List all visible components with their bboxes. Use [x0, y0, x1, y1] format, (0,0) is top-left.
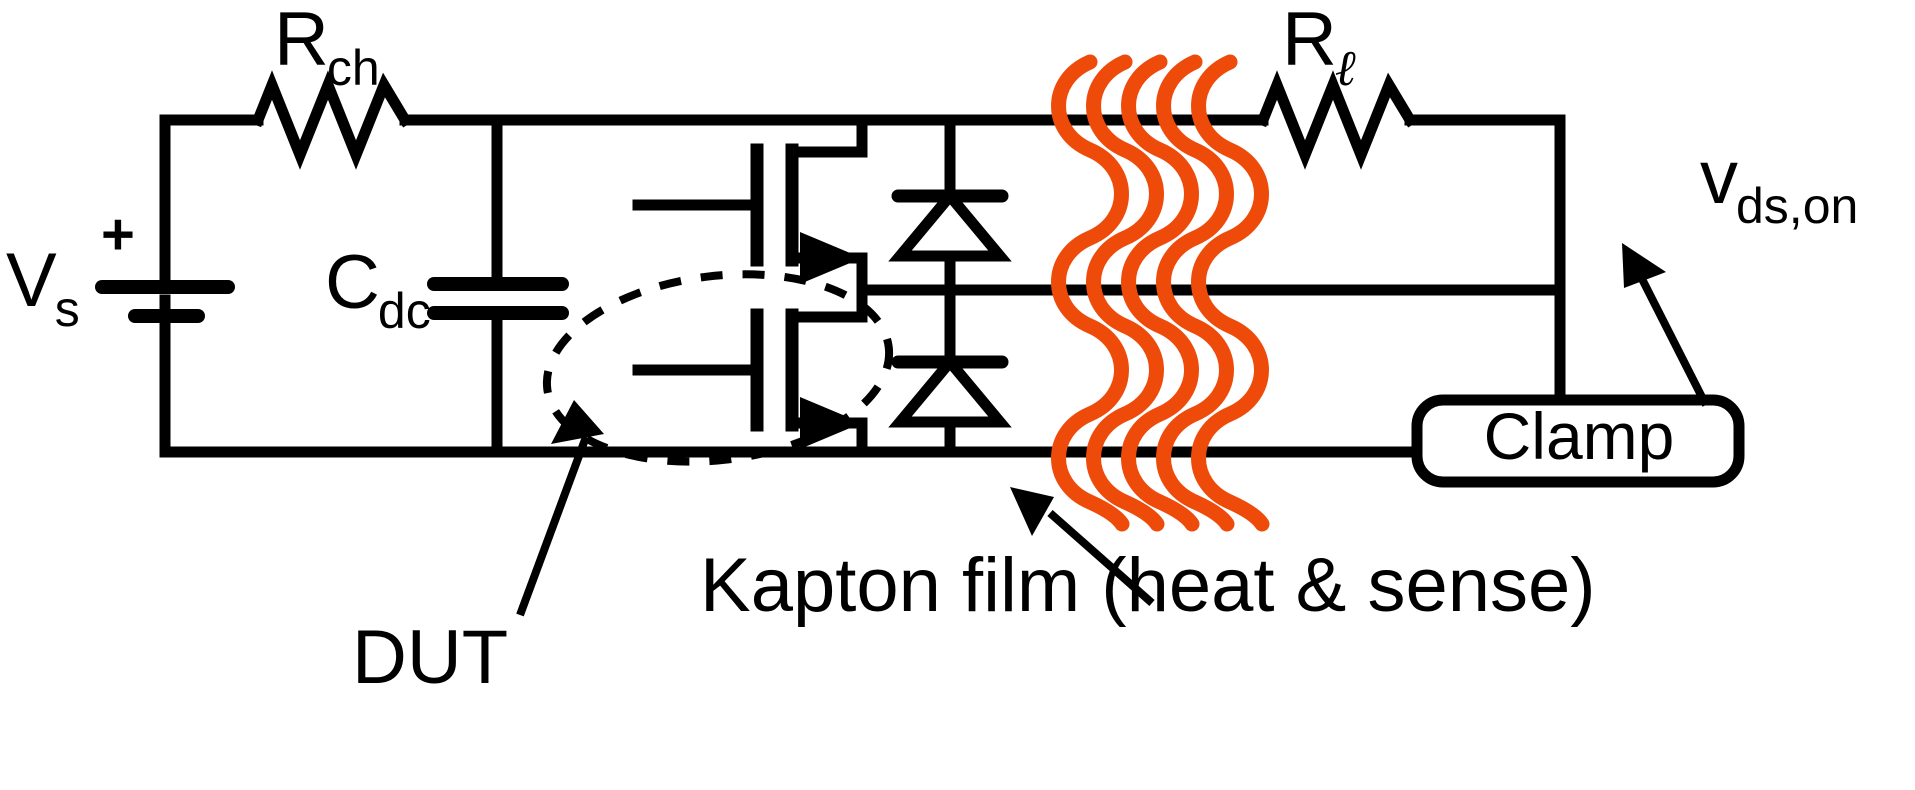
dut-ellipse	[542, 270, 894, 466]
mosfet-hs-source-arrow	[800, 232, 862, 284]
mosfet-hs-drain-lead	[786, 114, 868, 158]
label-rl: Rℓ	[1282, 2, 1358, 94]
label-kapton-film: Kapton film (heat & sense)	[700, 543, 1596, 628]
label-dut: DUT	[352, 615, 509, 700]
rch-subscript: ch	[326, 40, 380, 96]
vds-on-callout-arrow	[1622, 243, 1710, 407]
kapton-strand-5	[1191, 54, 1270, 532]
diode-ls-triangle	[888, 353, 1012, 428]
mosfet-ls-drain-lead	[786, 284, 868, 323]
body-diode-high-side	[888, 187, 1012, 262]
resistor-rch-body	[250, 70, 413, 170]
label-rch: Rch	[274, 2, 382, 94]
rl-subscript: ℓ	[1334, 40, 1356, 96]
kapton-strand-4	[1156, 54, 1235, 532]
clamp-text: Clamp	[1483, 399, 1675, 473]
vds-subscript: ds,on	[1736, 178, 1859, 234]
kapton-callout-arrow	[1010, 487, 1155, 606]
label-cdc: Cdc	[325, 245, 433, 337]
resistor-rl-body	[1255, 70, 1418, 170]
polarity-plus-sign: +	[101, 202, 135, 267]
label-clamp: Clamp	[1440, 403, 1718, 469]
cdc-symbol: C	[325, 240, 380, 325]
kapton-strand-2	[1086, 54, 1165, 532]
vds-symbol: v	[1700, 135, 1738, 220]
label-vs: Vs	[6, 243, 82, 335]
rl-symbol: R	[1282, 0, 1337, 82]
vs-subscript: s	[54, 281, 80, 337]
kapton-strand-1	[1051, 54, 1130, 532]
body-diode-low-side	[888, 353, 1012, 428]
kapton-film	[1051, 54, 1270, 532]
cdc-subscript: dc	[377, 283, 431, 339]
dut-callout-arrow	[516, 400, 604, 617]
label-vds-on: vds,on	[1700, 140, 1860, 232]
rch-symbol: R	[274, 0, 329, 82]
vs-symbol: V	[6, 238, 57, 323]
kapton-strand-3	[1121, 54, 1200, 532]
diode-hs-triangle	[888, 187, 1012, 262]
clamp-box[interactable]	[1411, 394, 1745, 488]
